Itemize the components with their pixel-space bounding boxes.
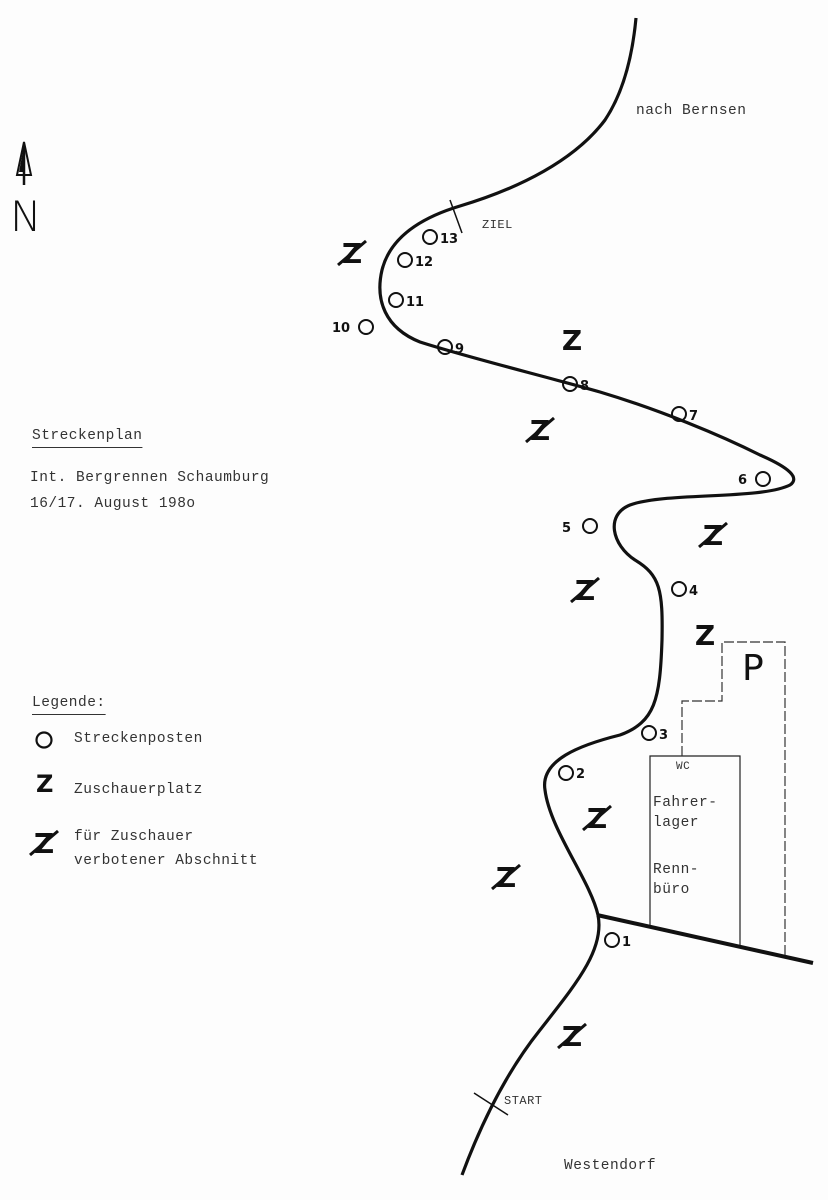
forbidden-area-icon: Z xyxy=(582,802,612,835)
track-post-2 xyxy=(558,765,574,781)
track-post-label: 7 xyxy=(689,409,699,424)
track-post-label: 3 xyxy=(659,728,669,743)
track-post-9 xyxy=(437,339,453,355)
legend-title: Legende: xyxy=(32,695,106,711)
start-line xyxy=(473,1092,509,1116)
track-post-6 xyxy=(755,471,771,487)
legend-label-post: Streckenposten xyxy=(74,731,203,747)
track-post-1 xyxy=(604,932,620,948)
forbidden-area-icon: Z xyxy=(491,861,521,894)
track-post-label: 6 xyxy=(738,473,748,488)
north-arrow-icon xyxy=(15,141,33,185)
legend-label-forbidden: für Zuschauer verbotener Abschnitt xyxy=(74,829,259,869)
track-post-label: 5 xyxy=(562,521,572,536)
svg-text:Z: Z xyxy=(695,619,715,652)
forbidden-area-icon: Z xyxy=(525,414,555,447)
finish-line xyxy=(449,199,463,234)
legend-circle-icon xyxy=(35,731,53,749)
track-post-4 xyxy=(671,581,687,597)
svg-text:Z: Z xyxy=(562,324,582,357)
race-track xyxy=(378,17,796,1176)
track-post-11 xyxy=(388,292,404,308)
track-post-label: 10 xyxy=(332,321,351,336)
forbidden-area-icon: Z xyxy=(698,519,728,552)
track-post-7 xyxy=(671,406,687,422)
paddock-outline xyxy=(649,755,741,945)
parking-label: P xyxy=(742,648,765,689)
track-post-5 xyxy=(582,518,598,534)
track-post-label: 8 xyxy=(580,379,590,394)
track-post-label: 12 xyxy=(415,255,434,270)
forbidden-area-icon: Z xyxy=(570,574,600,607)
paddock-label: Fahrer- lager xyxy=(653,795,718,831)
track-post-label: 2 xyxy=(576,767,586,782)
destination-north: nach Bernsen xyxy=(636,103,747,119)
track-post-8 xyxy=(562,376,578,392)
legend-crossed-z-icon: Z xyxy=(29,827,59,860)
legend-label-spectator: Zuschauerplatz xyxy=(74,782,203,798)
wc-label: WC xyxy=(676,761,691,773)
track-post-10 xyxy=(358,319,374,335)
track-post-13 xyxy=(422,229,438,245)
legend-z-icon: Z xyxy=(36,770,54,798)
event-name: Int. Bergrennen Schaumburg xyxy=(30,470,270,486)
track-post-label: 13 xyxy=(440,232,459,247)
track-post-label: 4 xyxy=(689,584,699,599)
forbidden-area-icon: Z xyxy=(557,1020,587,1053)
finish-label: ZIEL xyxy=(482,218,513,232)
spectator-area-icon: Z xyxy=(562,324,582,357)
track-post-label: 11 xyxy=(406,295,425,310)
race-office-label: Renn- büro xyxy=(653,862,700,898)
parking-outline xyxy=(681,641,786,955)
track-post-label: 9 xyxy=(455,342,465,357)
start-label: START xyxy=(504,1094,543,1108)
spectator-area-icon: Z xyxy=(695,619,715,652)
north-label: N xyxy=(10,192,42,241)
track-post-label: 1 xyxy=(622,935,632,950)
destination-south: Westendorf xyxy=(564,1158,657,1174)
forbidden-area-icon: Z xyxy=(337,237,367,270)
track-post-12 xyxy=(397,252,413,268)
track-post-3 xyxy=(641,725,657,741)
map-title: Streckenplan xyxy=(32,428,143,444)
access-road xyxy=(596,913,814,965)
event-date: 16/17. August 198o xyxy=(30,496,196,512)
